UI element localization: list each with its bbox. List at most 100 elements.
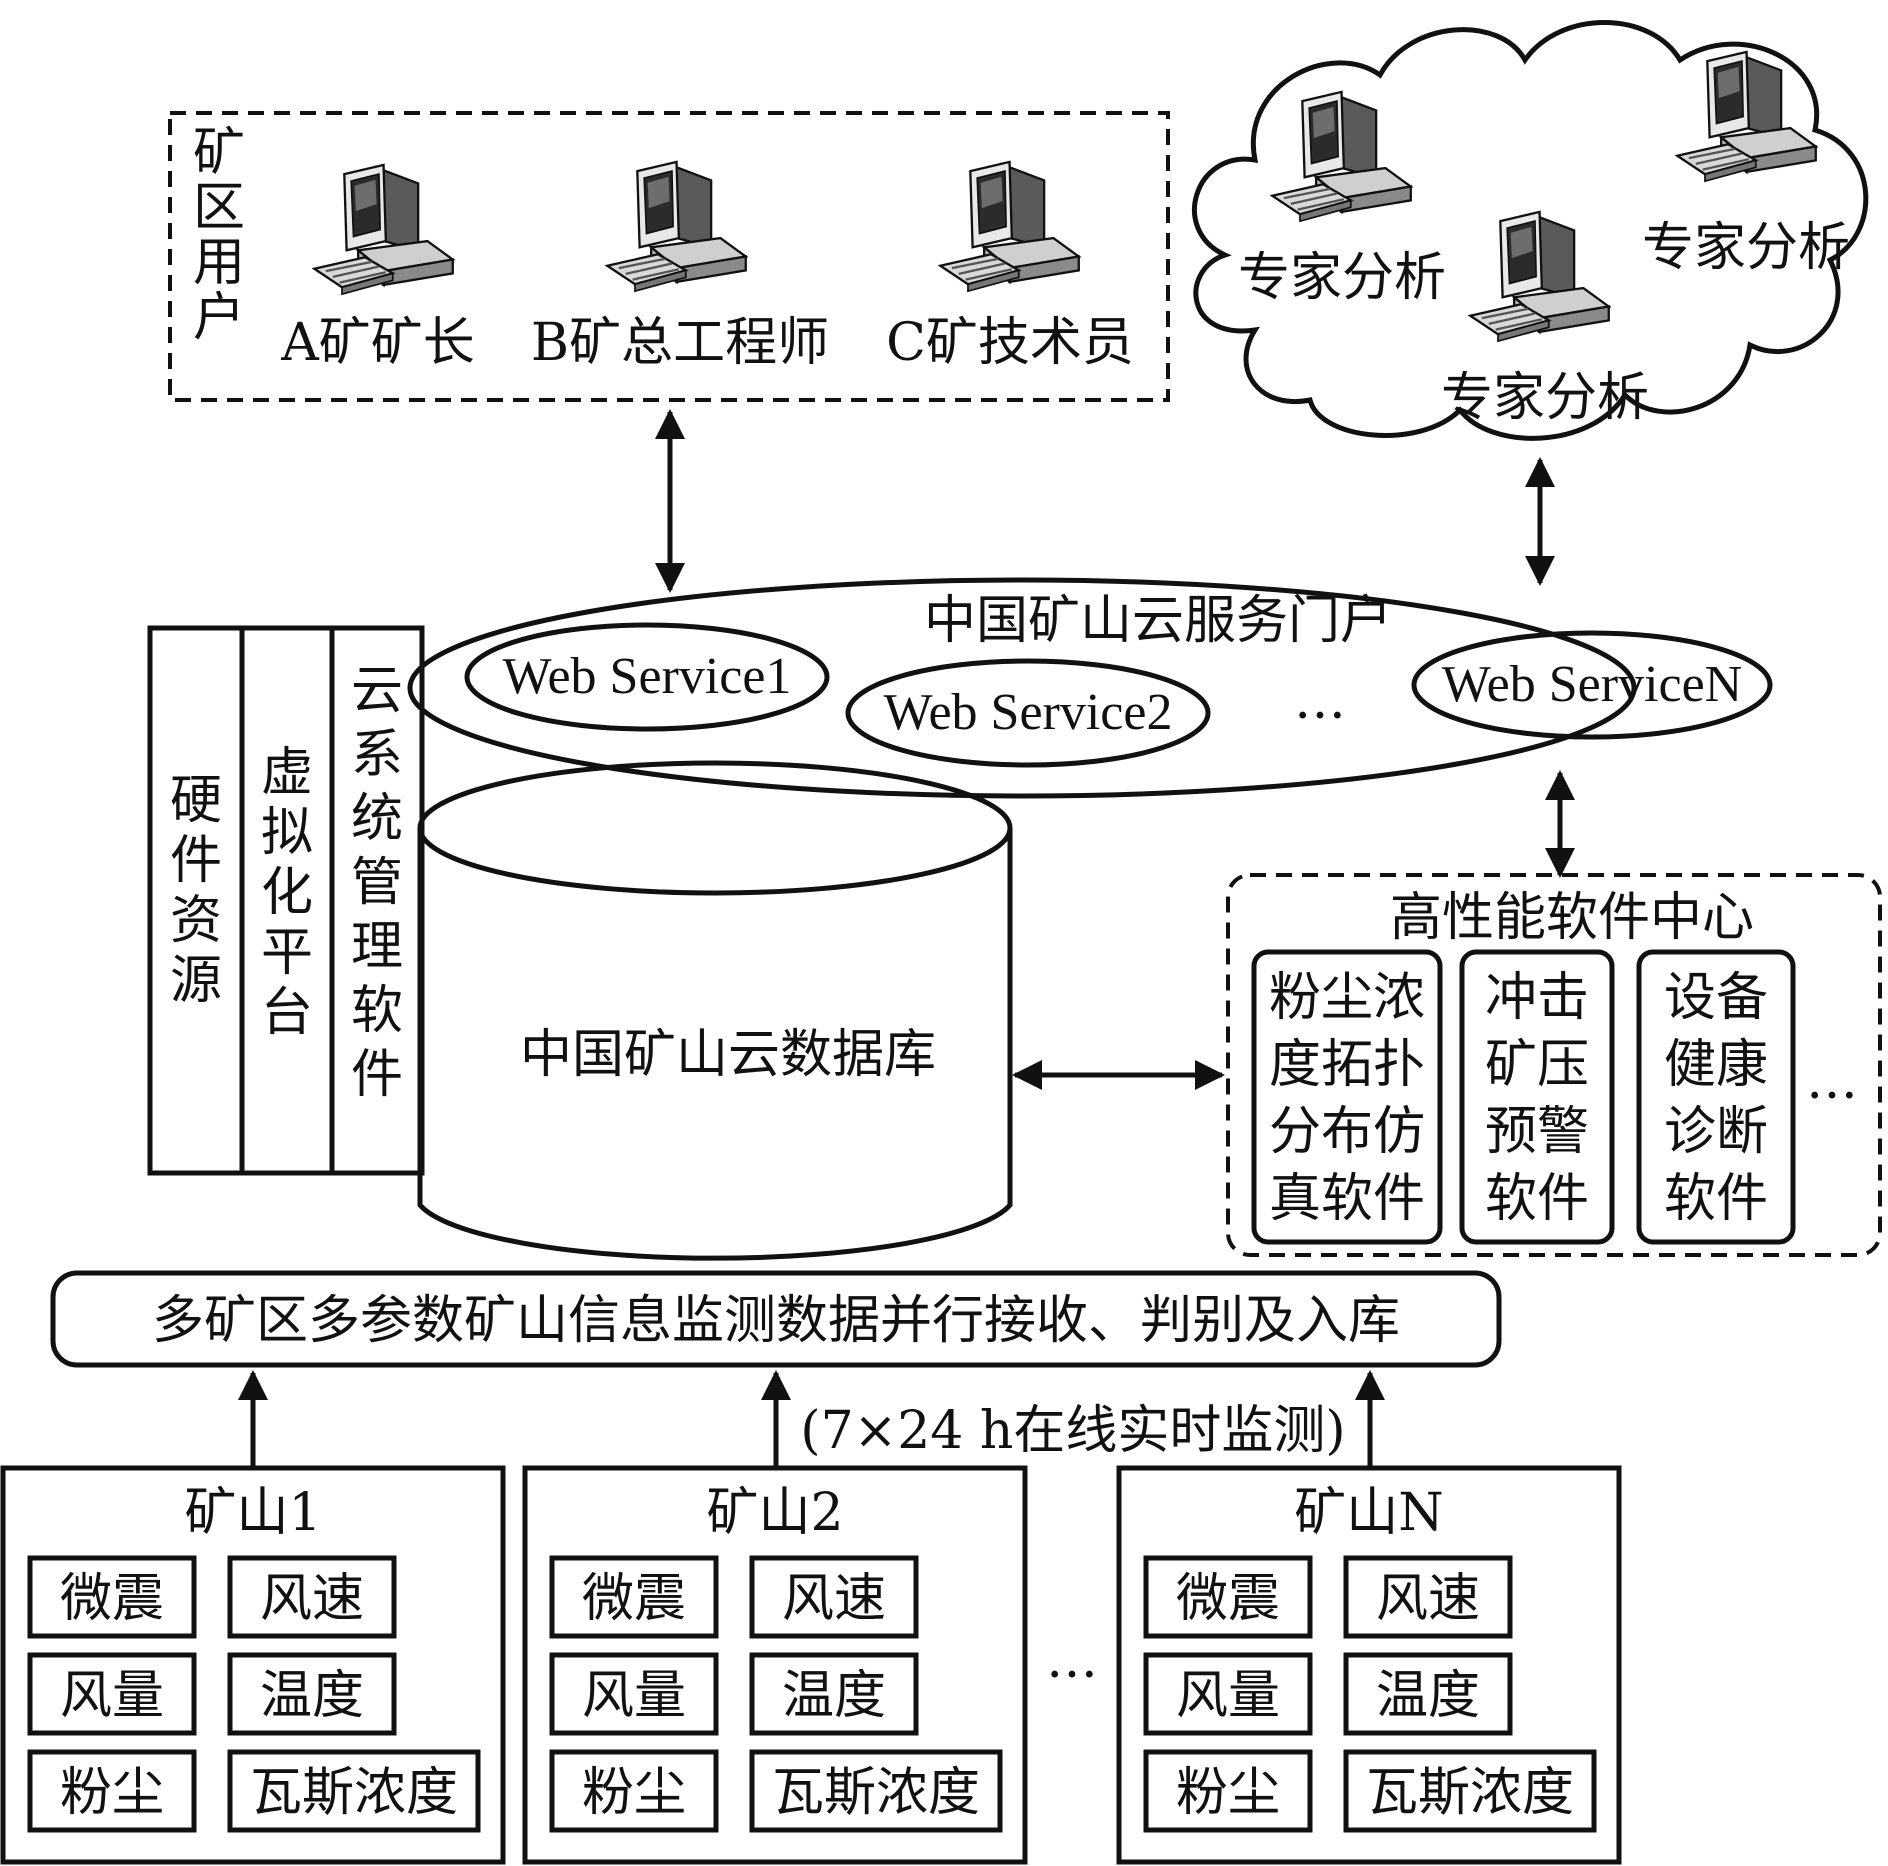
column-char: 化: [261, 863, 313, 923]
platform-columns: 硬 件 资 源 虚 拟 化 平 台 云 系 统 管 理 软 件: [147, 625, 425, 1176]
software-line: 分布仿: [1269, 1102, 1425, 1162]
user-label-c: C矿技术员: [886, 313, 1134, 373]
sensor-box[interactable]: [1343, 1652, 1513, 1736]
column-char: 云: [351, 661, 403, 721]
software-center-box: [1226, 873, 1882, 1257]
sensor-box[interactable]: [749, 1749, 1003, 1833]
expert-cloud-group: 专家分析 专家分析 专家分析: [1192, 20, 1869, 441]
computer-icon: [1271, 90, 1412, 223]
sensor-label: 温度: [782, 1666, 886, 1726]
column-char: 统: [351, 789, 403, 849]
sensor-label: 风速: [782, 1569, 886, 1629]
mine-name: 矿山N: [1294, 1483, 1444, 1543]
software-rockburst-warning[interactable]: [1459, 949, 1615, 1245]
web-service-2[interactable]: [845, 658, 1211, 768]
software-center-group: 高性能软件中心 粉尘浓 度拓扑 分布仿 真软件 冲击 矿压 预警 软件 设备 健…: [1226, 873, 1882, 1257]
computer-icon: [606, 160, 747, 293]
sensor-box[interactable]: [1143, 1749, 1313, 1833]
sensor-box[interactable]: [27, 1749, 197, 1833]
sensor-box[interactable]: [227, 1749, 481, 1833]
sensor-box[interactable]: [227, 1555, 397, 1639]
sensor-box[interactable]: [749, 1555, 919, 1639]
software-line: 诊断: [1664, 1102, 1768, 1162]
sensor-box[interactable]: [1143, 1555, 1313, 1639]
software-line: 度拓扑: [1269, 1035, 1425, 1095]
software-dust-simulation[interactable]: [1251, 949, 1443, 1245]
sensor-label: 瓦斯浓度: [772, 1763, 980, 1823]
sensor-box[interactable]: [27, 1652, 197, 1736]
software-line: 软件: [1664, 1169, 1768, 1229]
cloud-shape: [1192, 20, 1869, 441]
mine-n: 矿山N 微震 风速 风量 温度 粉尘 瓦斯浓度: [1116, 1465, 1622, 1865]
mines-ellipsis: …: [1046, 1630, 1098, 1690]
column-char: 软: [351, 981, 403, 1041]
expert-label: 专家分析: [1642, 218, 1850, 278]
group-label-char: 户: [193, 288, 245, 348]
column-char: 管: [351, 853, 403, 913]
mine-box: [1116, 1465, 1622, 1865]
database-cylinder: 中国矿山云数据库: [417, 760, 1013, 1261]
mine-1: 矿山1 微震 风速 风量 温度 粉尘 瓦斯浓度: [0, 1465, 506, 1865]
mine-name: 矿山1: [184, 1483, 321, 1543]
cylinder-body: [417, 828, 1013, 1261]
sensor-label: 风量: [60, 1666, 164, 1726]
column-char: 源: [170, 951, 222, 1011]
receiver-group: 多矿区多参数矿山信息监测数据并行接收、判别及入库: [50, 1270, 1502, 1368]
sensor-box[interactable]: [1343, 1749, 1597, 1833]
software-line: 预警: [1485, 1102, 1589, 1162]
sensor-label: 风速: [260, 1569, 364, 1629]
sensor-box[interactable]: [1143, 1652, 1313, 1736]
software-ellipsis: …: [1806, 1051, 1858, 1111]
sensor-label: 微震: [1176, 1569, 1280, 1629]
software-line: 软件: [1485, 1169, 1589, 1229]
sensor-box[interactable]: [549, 1652, 719, 1736]
software-equipment-health[interactable]: [1636, 949, 1796, 1245]
mine-box: [522, 1465, 1028, 1865]
mine-name: 矿山2: [706, 1483, 843, 1543]
software-line: 冲击: [1485, 968, 1589, 1028]
sensor-label: 微震: [582, 1569, 686, 1629]
group-label-char: 区: [193, 178, 245, 238]
column-char: 件: [351, 1045, 403, 1105]
sensor-label: 风量: [1176, 1666, 1280, 1726]
database-label: 中国矿山云数据库: [520, 1025, 936, 1085]
web-service-1-label: Web Service1: [503, 648, 792, 705]
portal-ellipse: [407, 577, 1637, 799]
mine-box: [0, 1465, 506, 1865]
group-label-char: 矿: [193, 123, 245, 183]
software-center-title: 高性能软件中心: [1390, 888, 1754, 948]
sensor-label: 风速: [1376, 1569, 1480, 1629]
expert-label: 专家分析: [1238, 248, 1446, 308]
sensor-box[interactable]: [549, 1555, 719, 1639]
group-label-char: 用: [193, 233, 245, 293]
sensor-label: 粉尘: [582, 1763, 686, 1823]
mine-area-users-group: 矿 区 用 户 A矿矿长 B矿总工程师 C矿技术员: [168, 111, 1170, 402]
web-service-1[interactable]: [464, 622, 830, 732]
software-line: 设备: [1664, 968, 1768, 1028]
sensor-label: 温度: [260, 1666, 364, 1726]
column-char: 件: [170, 831, 222, 891]
portal-title: 中国矿山云服务门户: [924, 591, 1392, 651]
web-service-n-label: Web ServiceN: [1442, 656, 1742, 713]
computer-icon: [313, 163, 454, 296]
sensor-label: 温度: [1376, 1666, 1480, 1726]
column-char: 资: [170, 891, 222, 951]
cloud-service-portal: 中国矿山云服务门户 Web Service1 Web Service2 … We…: [407, 577, 1773, 799]
sensor-label: 瓦斯浓度: [250, 1763, 458, 1823]
sensor-box[interactable]: [549, 1749, 719, 1833]
column-char: 理: [351, 917, 403, 977]
sensor-box[interactable]: [227, 1652, 397, 1736]
web-service-n[interactable]: [1411, 630, 1773, 740]
column-char: 虚: [261, 743, 313, 803]
sensor-box[interactable]: [749, 1652, 919, 1736]
computer-icon: [939, 160, 1080, 293]
sensor-label: 风量: [582, 1666, 686, 1726]
receiver-box: [50, 1270, 1502, 1368]
software-line: 矿压: [1485, 1035, 1589, 1095]
monitoring-note: (7×24 h在线实时监测): [800, 1401, 1345, 1461]
sensor-box[interactable]: [27, 1555, 197, 1639]
software-line: 真软件: [1269, 1169, 1425, 1229]
sensor-box[interactable]: [1343, 1555, 1513, 1639]
